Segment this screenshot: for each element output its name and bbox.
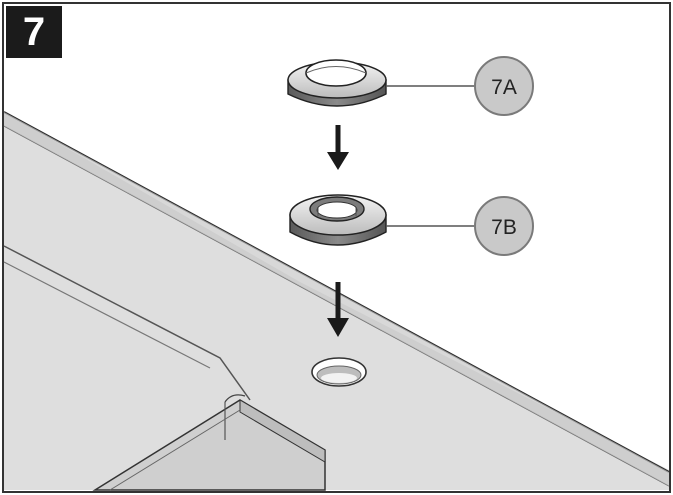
down-arrow-icon <box>327 125 349 170</box>
step-number-badge: 7 <box>6 6 62 58</box>
mounting-hole <box>311 357 367 387</box>
callout-7a: 7A <box>474 56 534 116</box>
down-arrow-icon <box>327 282 349 337</box>
callout-7b: 7B <box>474 196 534 256</box>
part-7b-bushing <box>289 194 387 246</box>
part-7a-ring-cap <box>287 59 387 107</box>
